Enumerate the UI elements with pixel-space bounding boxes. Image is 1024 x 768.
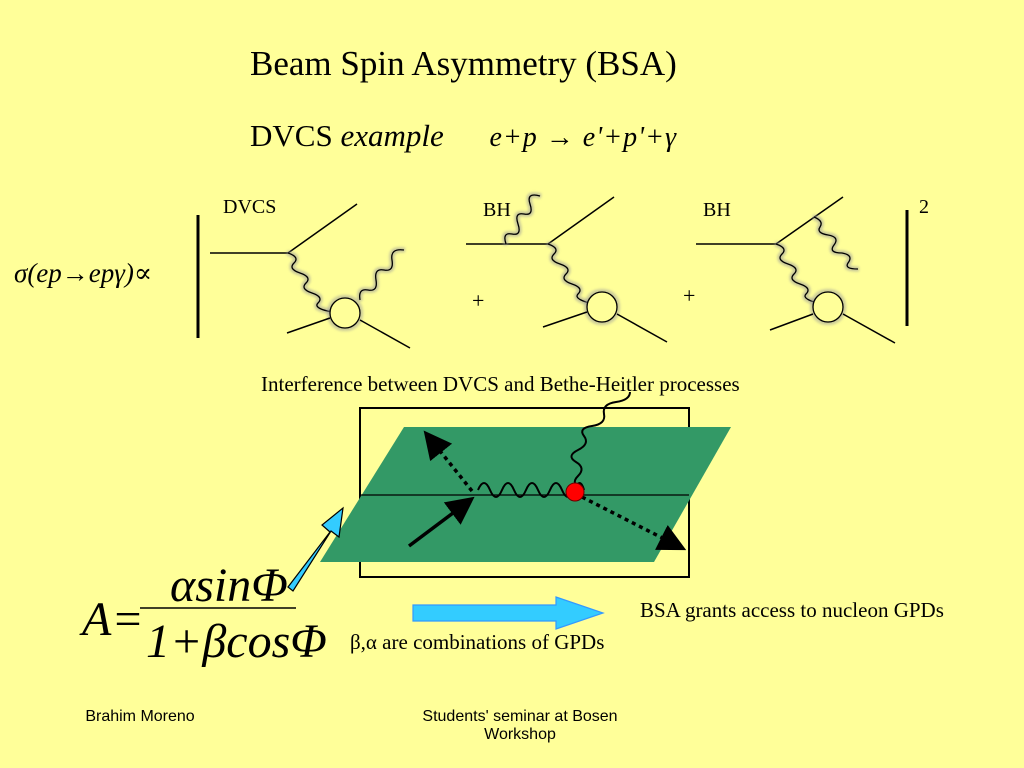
interference-caption: Interference between DVCS and Bethe-Heit… <box>261 372 740 396</box>
asymmetry-lhs: A= <box>82 593 144 646</box>
footer-author: Brahim Moreno <box>85 708 195 725</box>
scattered-electron-arrow <box>423 430 474 493</box>
plus-sign-1: + <box>472 288 485 313</box>
feynman-diagram-bh-2 <box>696 196 896 344</box>
footer-event-line1: Students' seminar at Bosen <box>422 708 618 725</box>
real-photon-wave <box>570 391 631 489</box>
combination-note: β,α are combinations of GPDs <box>350 630 605 654</box>
label-bh-2: BH <box>703 199 731 221</box>
right-arrow-icon <box>412 596 605 630</box>
subtitle-italic: example <box>340 118 444 153</box>
slide-title: Beam Spin Asymmetry (BSA) <box>250 44 677 83</box>
feynman-diagram-bh-1 <box>466 193 668 343</box>
cross-section-formula: σ(ep→epγ)∝ <box>14 258 153 288</box>
subtitle-plain: DVCS <box>250 118 333 153</box>
asymmetry-denominator: 1+βcosΦ <box>146 615 327 668</box>
label-bh-1: BH <box>483 199 511 221</box>
recoil-proton-arrow <box>581 495 687 551</box>
plus-sign-2: + <box>683 283 696 308</box>
interaction-vertex <box>565 482 585 502</box>
footer-event: Students' seminar at Bosen Workshop <box>370 708 670 744</box>
exponent-two: 2 <box>919 196 929 218</box>
incoming-electron-arrow <box>407 496 475 548</box>
feynman-diagram-dvcs <box>210 203 411 349</box>
slide-subtitle: DVCS example e+p → e'+p'+γ <box>250 118 677 154</box>
label-dvcs: DVCS <box>223 196 277 218</box>
reaction-formula: e+p → e'+p'+γ <box>489 122 678 153</box>
pointer-arrow-up-icon <box>287 506 344 592</box>
asymmetry-numerator: αsinΦ <box>170 559 288 612</box>
bsa-note: BSA grants access to nucleon GPDs <box>640 598 944 622</box>
footer-event-line2: Workshop <box>484 726 556 743</box>
scattering-planes <box>320 391 731 578</box>
